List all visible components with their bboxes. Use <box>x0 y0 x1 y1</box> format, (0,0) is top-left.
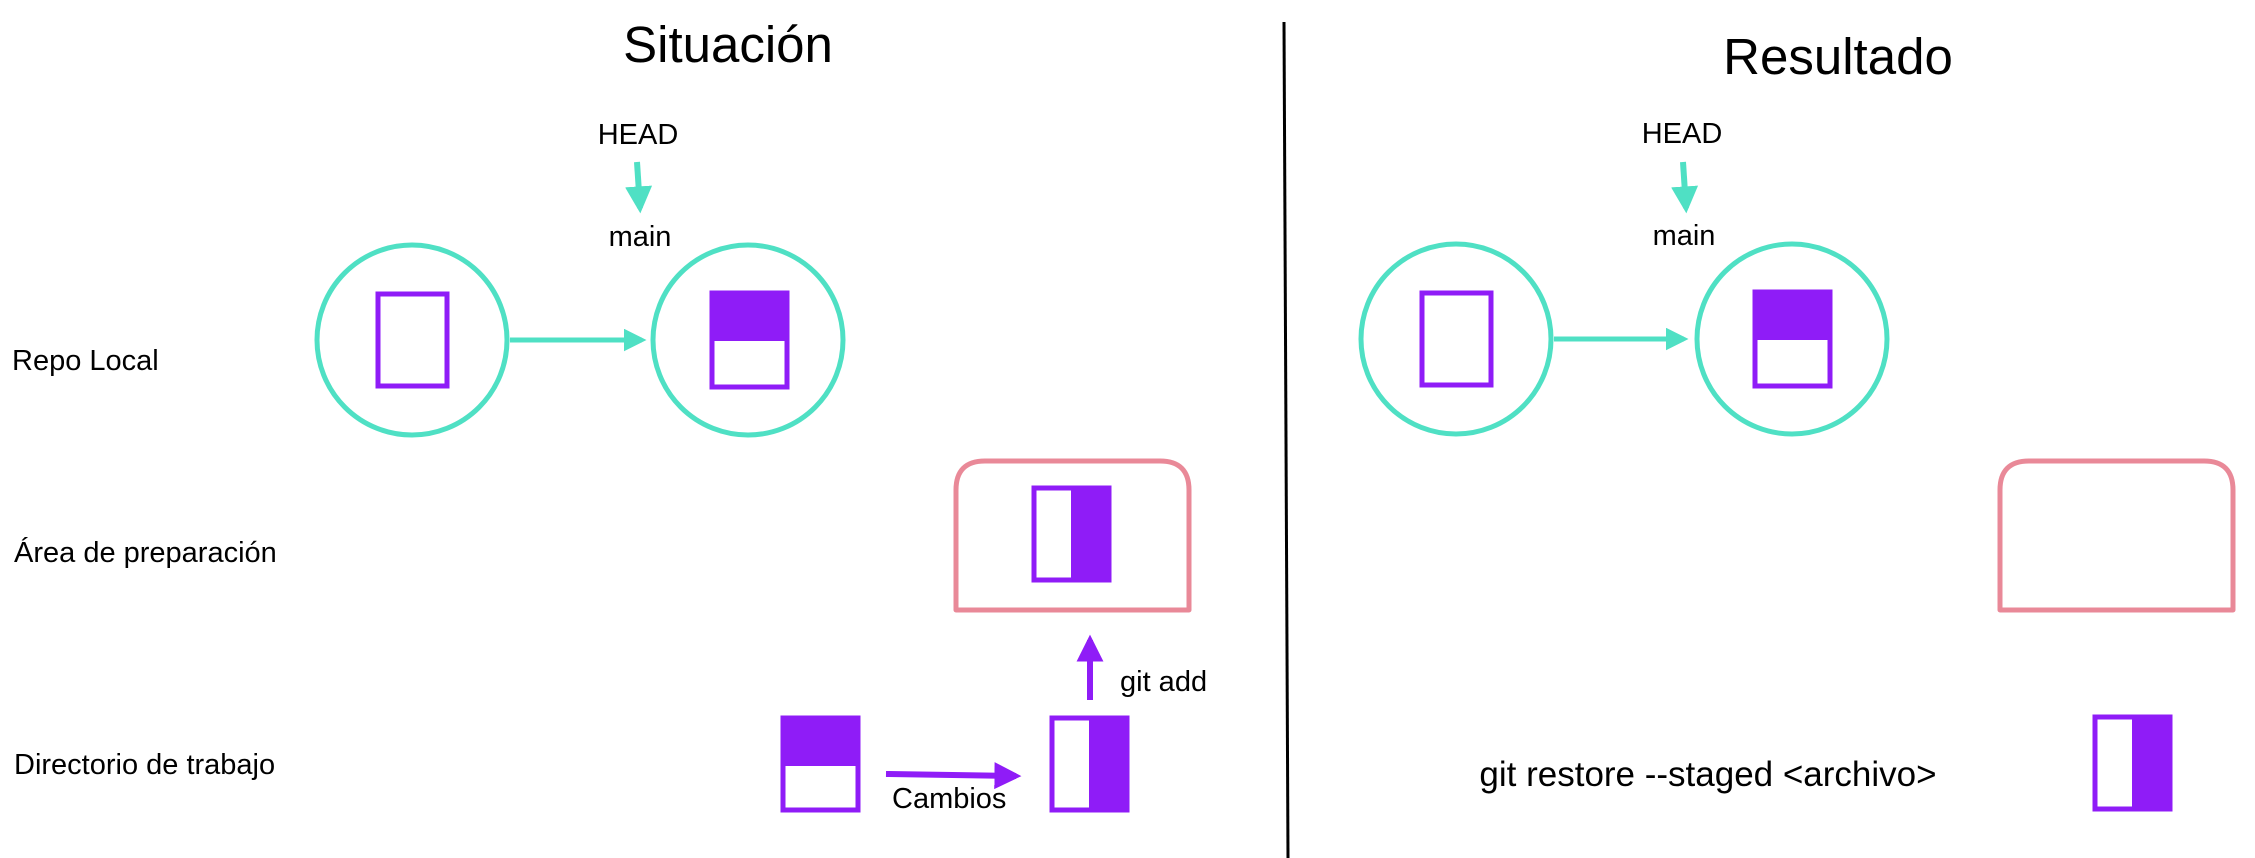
right-staging-area-box <box>1997 458 2236 613</box>
row-label-staging-area: Área de preparación <box>14 536 277 569</box>
left-commit-2-circle <box>650 242 846 438</box>
right-head-arrow <box>1671 161 1699 214</box>
panel-divider <box>1282 21 1290 858</box>
git-add-label: git add <box>1120 666 1207 698</box>
right-commit-1-file-icon <box>1419 290 1494 388</box>
right-working-file-modified-fill <box>2132 717 2170 809</box>
changes-label: Cambios <box>892 783 1006 815</box>
row-label-repo-local: Repo Local <box>12 345 159 377</box>
left-commit-2-file-fill <box>712 293 787 341</box>
left-head-arrow <box>625 161 653 214</box>
left-branch-label: main <box>609 221 672 253</box>
left-working-file-original-fill <box>783 718 858 766</box>
left-working-file-modified-fill <box>1089 718 1127 810</box>
left-commit-1-circle <box>314 242 510 438</box>
left-commit-1-file-icon <box>375 291 450 389</box>
right-commit-1-circle <box>1358 241 1554 437</box>
row-label-working-dir: Directorio de trabajo <box>14 749 275 781</box>
right-branch-label: main <box>1653 220 1716 252</box>
left-panel-title: Situación <box>623 16 833 73</box>
right-commit-2-file-fill <box>1755 292 1830 340</box>
left-staging-area-box <box>953 458 1192 613</box>
restore-command-label: git restore --staged <archivo> <box>1479 755 1936 794</box>
left-staged-file-fill <box>1071 488 1109 580</box>
right-commit-2-circle <box>1694 241 1890 437</box>
left-head-label: HEAD <box>598 119 679 151</box>
changes-arrow <box>885 762 1022 790</box>
right-head-label: HEAD <box>1642 118 1723 150</box>
right-panel-title: Resultado <box>1723 28 1953 85</box>
